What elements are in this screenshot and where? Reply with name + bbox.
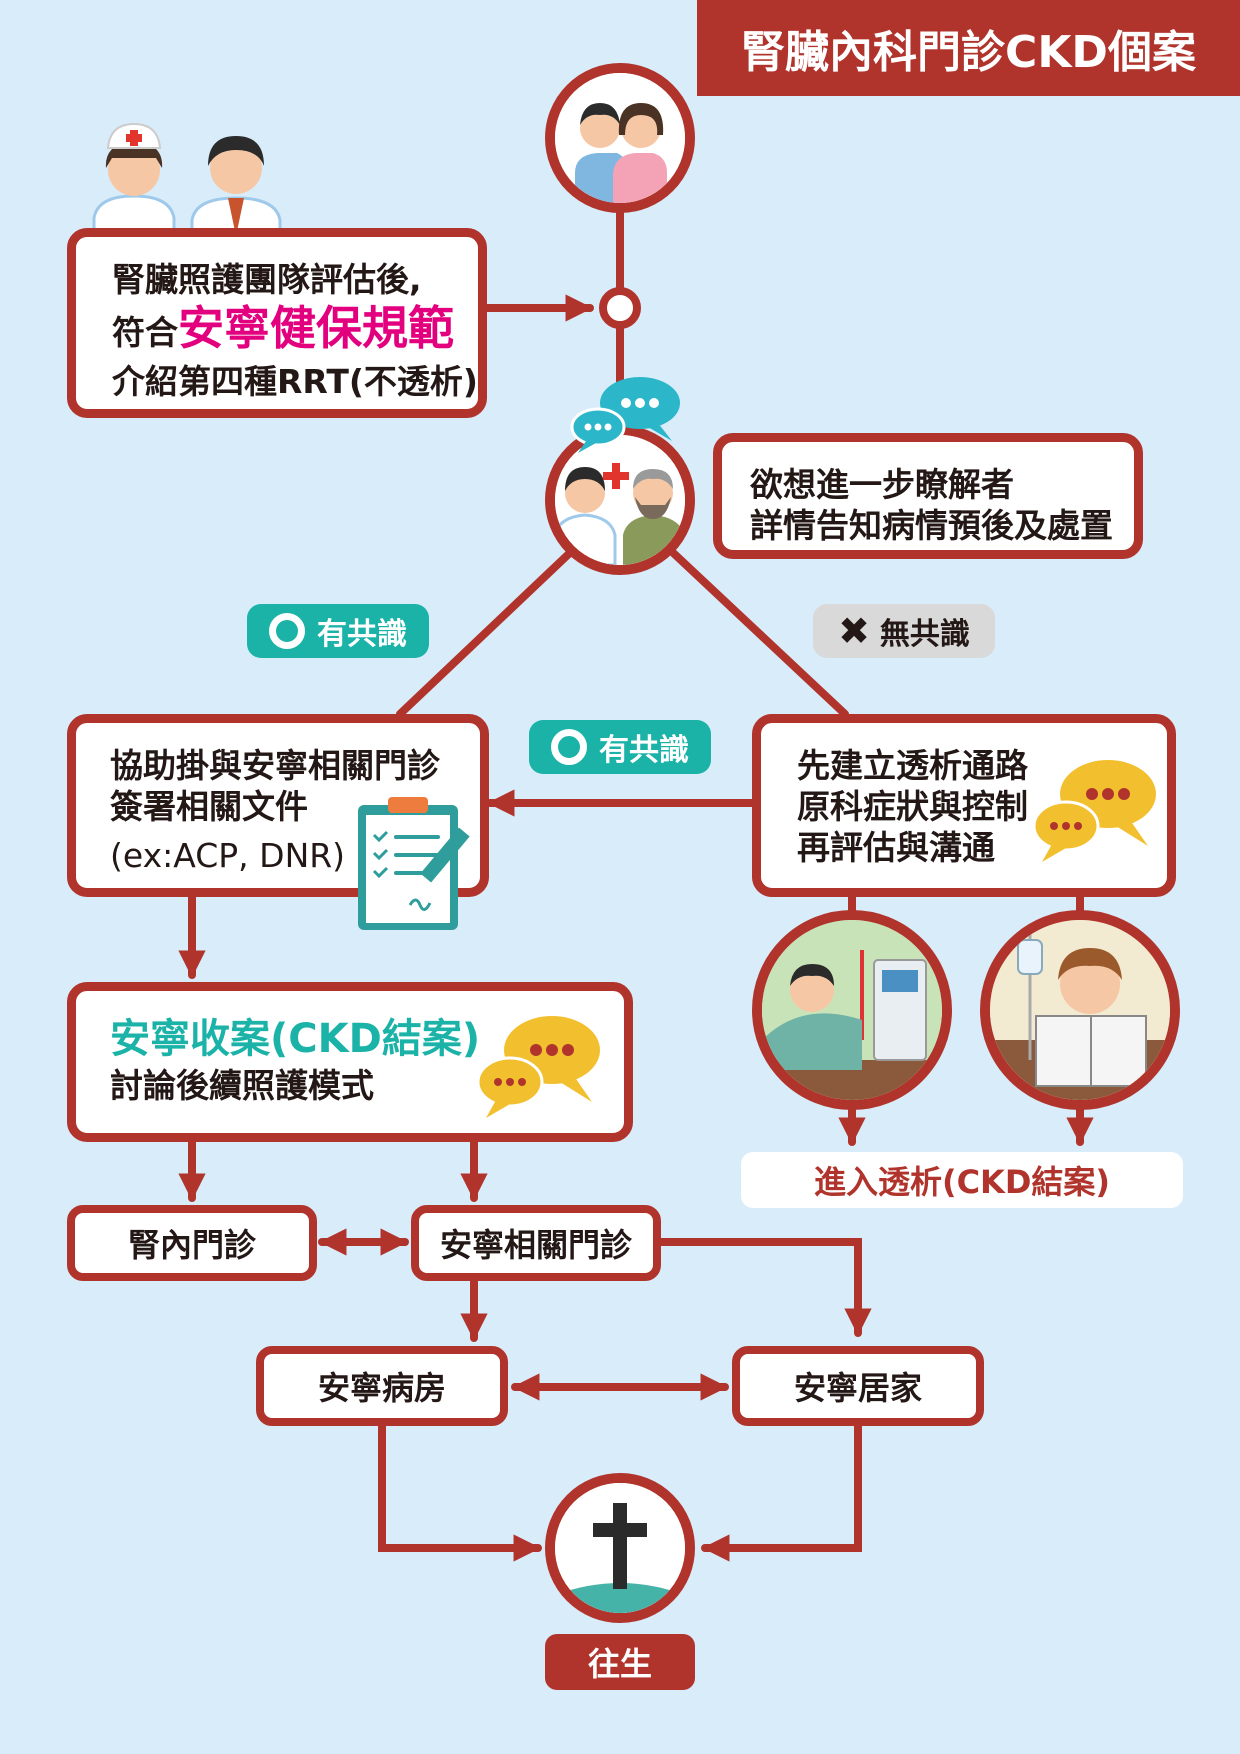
hospice-ward-box: 安寧病房 xyxy=(256,1346,508,1426)
team-assessment-box: 腎臟照護團隊評估後, 符合安寧健保規範 介紹第四種RRT(不透析) xyxy=(67,228,487,418)
consensus-yes-label-2: 有共識 xyxy=(599,733,689,768)
circle-icon xyxy=(551,729,587,765)
team-line-2-prefix: 符合 xyxy=(112,313,178,352)
assist-line-1: 協助掛與安寧相關門診 xyxy=(110,746,440,785)
consensus-yes-badge: 有共識 xyxy=(247,604,429,658)
patient-couple-icon xyxy=(545,63,695,213)
chat-bubble-icon xyxy=(568,375,683,453)
consensus-no-badge: ✖ 無共識 xyxy=(813,604,995,658)
dialysis-patient-icon xyxy=(752,910,952,1110)
nurse-icon xyxy=(88,118,180,248)
death-label: 往生 xyxy=(587,1645,652,1683)
consensus-no-label: 無共識 xyxy=(879,617,970,652)
inform-box: 欲想進一步瞭解者 詳情告知病情預後及處置 xyxy=(713,433,1143,559)
nephrology-clinic-label: 腎內門診 xyxy=(127,1226,256,1264)
hospice-line-2: 討論後續照護模式 xyxy=(110,1066,374,1105)
page-title: 腎臟內科門診CKD個案 xyxy=(697,0,1240,96)
hospice-ward-label: 安寧病房 xyxy=(317,1369,446,1407)
hospice-clinic-label: 安寧相關門診 xyxy=(439,1226,632,1264)
cross-icon: ✖ xyxy=(838,609,870,653)
team-line-2: 符合安寧健保規範 xyxy=(112,300,478,361)
consultation-icon xyxy=(545,425,695,575)
assist-line-3: (ex:ACP, DNR) xyxy=(110,836,346,875)
clipboard-icon xyxy=(352,795,482,935)
dialysis-line-2: 原科症狀與控制 xyxy=(797,787,1028,826)
chat-bubble-icon xyxy=(474,1010,604,1120)
inform-line-2: 詳情告知病情預後及處置 xyxy=(750,506,1113,545)
hospice-admission-box: 安寧收案(CKD結案) 討論後續照護模式 xyxy=(67,982,633,1142)
dialysis-line-1: 先建立透析通路 xyxy=(797,746,1028,785)
dialysis-line-3: 再評估與溝通 xyxy=(797,828,995,867)
hospice-home-box: 安寧居家 xyxy=(732,1346,984,1426)
hospice-insurance-highlight: 安寧健保規範 xyxy=(178,301,454,355)
circle-icon xyxy=(269,613,305,649)
team-line-1: 腎臟照護團隊評估後, xyxy=(112,260,422,299)
chat-bubble-icon xyxy=(1030,754,1160,864)
hospice-clinic-box: 安寧相關門診 xyxy=(411,1205,661,1281)
hospice-home-label: 安寧居家 xyxy=(793,1369,922,1407)
consensus-yes-label: 有共識 xyxy=(317,617,407,652)
reading-patient-icon xyxy=(980,910,1180,1110)
inform-line-1: 欲想進一步瞭解者 xyxy=(750,465,1014,504)
cross-grave-icon xyxy=(545,1473,695,1623)
assist-line-2: 簽署相關文件 xyxy=(110,787,308,826)
enter-dialysis-text: 進入透析(CKD結案) xyxy=(813,1163,1111,1201)
death-label-box: 往生 xyxy=(545,1634,695,1690)
assist-box: 協助掛與安寧相關門診 簽署相關文件 (ex:ACP, DNR) xyxy=(67,714,489,897)
team-line-3: 介紹第四種RRT(不透析) xyxy=(112,362,479,401)
consensus-yes-badge-2: 有共識 xyxy=(529,720,711,774)
nephrology-clinic-box: 腎內門診 xyxy=(67,1205,317,1281)
enter-dialysis-label: 進入透析(CKD結案) xyxy=(741,1152,1183,1208)
hospice-line-1: 安寧收案(CKD結案) xyxy=(110,1016,481,1062)
